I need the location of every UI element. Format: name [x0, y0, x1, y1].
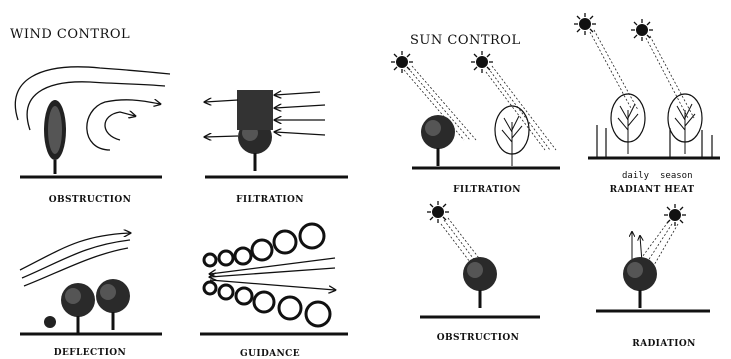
wind-filtration-illustration [205, 90, 348, 177]
caption-wind-filtration: FILTRATION [236, 195, 304, 205]
caption-sun-obstruction: OBSTRUCTION [437, 333, 520, 343]
caption-wind-deflection: DEFLECTION [54, 348, 126, 358]
caption-wind-guidance: GUIDANCE [240, 349, 300, 359]
caption-sun-radiation: RADIATION [632, 339, 696, 349]
radiant-heat-daily-label: daily [622, 171, 650, 181]
caption-sun-radiant-heat: RADIANT HEAT [610, 185, 695, 195]
sun-radiation-illustration [596, 204, 710, 311]
radiant-heat-season-label: season [660, 171, 693, 181]
caption-sun-filtration: FILTRATION [453, 185, 521, 195]
wind-control-heading: WIND CONTROL [10, 27, 130, 42]
sun-obstruction-illustration [420, 201, 540, 317]
wind-guidance-illustration [200, 224, 348, 334]
sun-filtration-illustration [391, 51, 560, 168]
sun-control-heading: SUN CONTROL [410, 33, 521, 48]
caption-wind-obstruction: OBSTRUCTION [49, 195, 132, 205]
wind-deflection-illustration [20, 233, 162, 334]
sun-radiant-heat-illustration [574, 13, 720, 158]
wind-obstruction-illustration [15, 67, 170, 177]
